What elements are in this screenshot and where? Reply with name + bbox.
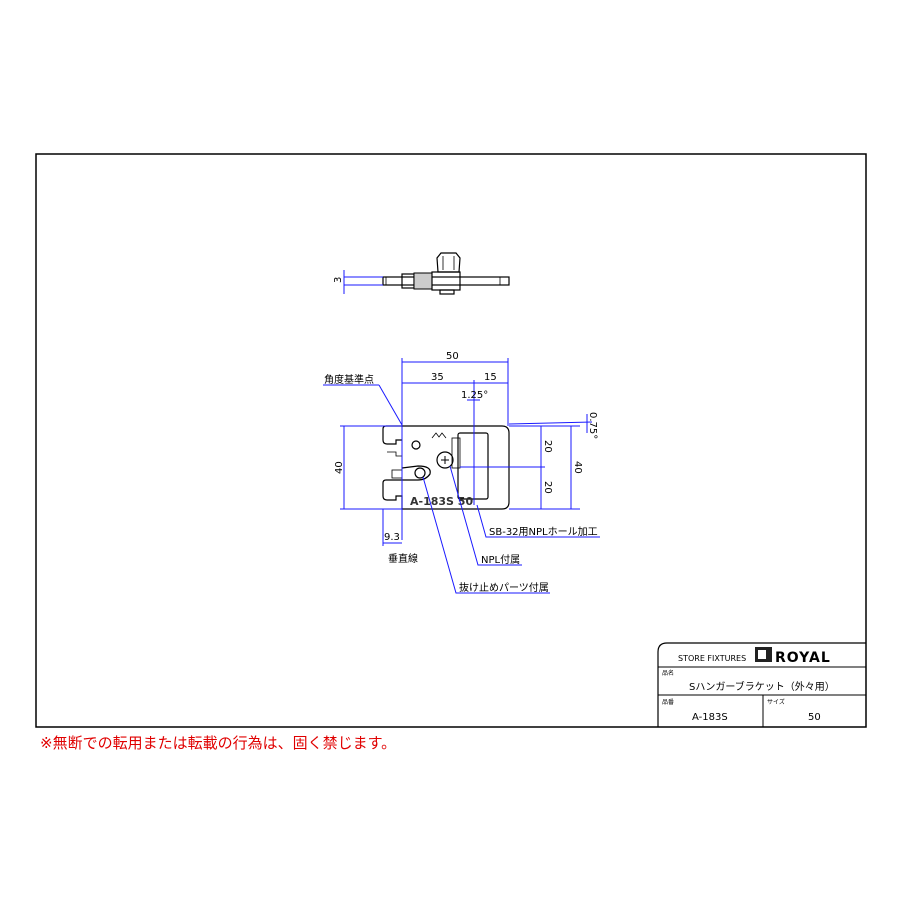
sheet-border	[35, 153, 867, 728]
dim-angle-top: 1.25°	[461, 390, 488, 401]
size-value: 50	[808, 712, 821, 723]
product-name-label: 品名	[662, 669, 674, 677]
label-angle-reference: 角度基準点	[324, 373, 374, 386]
dim-angle-right: 0.75°	[587, 412, 598, 439]
dim-height-upper: 20	[542, 440, 553, 453]
label-npl-included: NPL付属	[481, 553, 520, 566]
dim-height-right: 40	[572, 461, 583, 474]
engraving: A-183S 50	[410, 495, 473, 508]
brand-logo: ROYAL	[775, 650, 831, 666]
label-npl-hole: SB-32用NPLホール加工	[489, 526, 598, 538]
thickness-dim: 3	[333, 277, 344, 283]
dim-width-total: 50	[446, 351, 459, 362]
dim-offset: 9.3	[384, 532, 400, 543]
product-no-label: 品番	[662, 699, 674, 706]
label-vertical-line: 垂直線	[388, 552, 418, 565]
dim-height-lower: 20	[542, 481, 553, 494]
size-label: サイズ	[767, 698, 785, 706]
company-tagline: STORE FIXTURES	[678, 654, 746, 663]
product-no: A-183S	[692, 712, 728, 723]
dim-width-left: 35	[431, 372, 444, 383]
top-view: 3	[333, 252, 510, 295]
dim-width-right: 15	[484, 372, 497, 383]
title-block: STORE FIXTURES ROYAL 品名 Sハンガーブラケット（外々用） …	[657, 642, 866, 727]
dim-height-left: 40	[334, 461, 345, 474]
label-stopper-included: 抜け止めパーツ付属	[459, 581, 549, 594]
product-name: Sハンガーブラケット（外々用）	[689, 680, 835, 693]
copyright-warning: ※無断での転用または転載の行為は、固く禁じます。	[40, 734, 397, 752]
front-view: A-183S 50 50 35 15 1.25° 40 20 20 40 0.7…	[323, 351, 600, 594]
